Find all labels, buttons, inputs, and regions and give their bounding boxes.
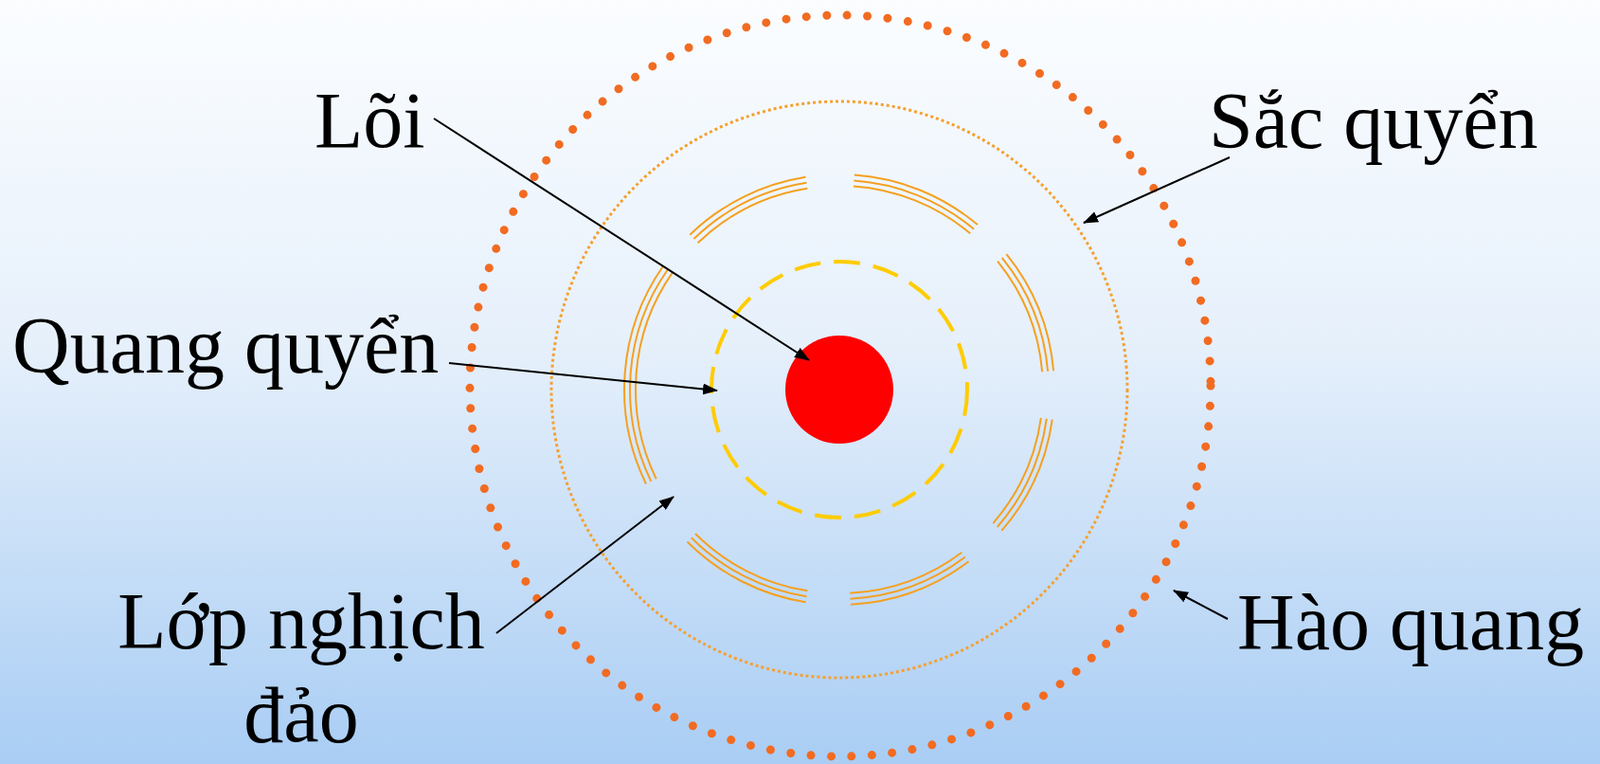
- part-label: Sắc quyển: [1208, 73, 1539, 168]
- part-label: Quang quyển: [12, 298, 439, 393]
- arc-stroke: [849, 552, 962, 594]
- arc-stroke: [850, 560, 970, 604]
- leader-line: [433, 118, 809, 360]
- arc-stroke: [691, 537, 808, 596]
- arc-stroke: [629, 269, 668, 482]
- part-label: Lớp nghịch đảo: [97, 574, 505, 762]
- core-disc: [785, 335, 894, 444]
- reversing-layer: [624, 175, 1054, 605]
- arc-stroke: [997, 418, 1047, 527]
- part-label: Lõi: [314, 73, 426, 168]
- arc-stroke: [624, 266, 664, 485]
- arc-stroke: [854, 175, 978, 226]
- arc-stroke: [689, 177, 806, 235]
- arc-stroke: [693, 182, 807, 239]
- arc-stroke: [850, 556, 966, 598]
- corona-ring: [469, 15, 1211, 756]
- leader-line: [496, 496, 674, 633]
- arc-stroke: [686, 541, 806, 603]
- leader-line: [1083, 157, 1230, 223]
- part-label: Hào quang: [1237, 575, 1584, 669]
- arc-stroke: [992, 417, 1042, 523]
- leader-line: [1173, 590, 1228, 619]
- chromosphere-ring: [551, 101, 1128, 678]
- arc-stroke: [1006, 253, 1054, 371]
- arc-stroke: [1001, 419, 1052, 531]
- leader-line: [449, 362, 718, 391]
- photosphere-ring: [711, 261, 968, 518]
